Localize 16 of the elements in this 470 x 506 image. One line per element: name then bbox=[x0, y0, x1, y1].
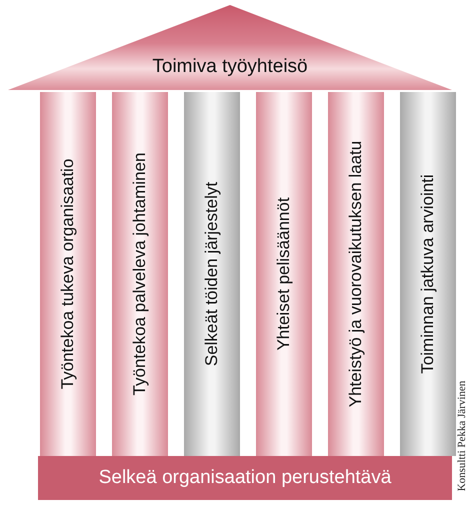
credit-note: Konsultti Pekka Järvinen bbox=[456, 380, 468, 492]
base-platform bbox=[38, 456, 452, 500]
pillar-label: Yhteiset pelisäännöt bbox=[274, 197, 294, 351]
pillar bbox=[112, 92, 168, 456]
pillar bbox=[184, 92, 240, 456]
roof-title: Toimiva työyhteisö bbox=[152, 56, 308, 78]
pillar bbox=[40, 92, 96, 456]
pillar-label: Työntekoa tukeva organisaatio bbox=[58, 158, 78, 390]
pillar-label: Selkeät töiden järjestelyt bbox=[202, 182, 222, 366]
pillar-label: Yhteistyö ja vuorovaikutuksen laatu bbox=[346, 140, 366, 408]
pillar bbox=[400, 92, 456, 456]
pillar bbox=[256, 92, 312, 456]
pillar-label: Toiminnan jatkuva arviointi bbox=[418, 174, 438, 374]
pillar-label: Työntekoa palveleva johtaminen bbox=[130, 152, 150, 396]
base-label: Selkeä organisaation perustehtävä bbox=[98, 467, 392, 489]
pillar bbox=[328, 92, 384, 456]
